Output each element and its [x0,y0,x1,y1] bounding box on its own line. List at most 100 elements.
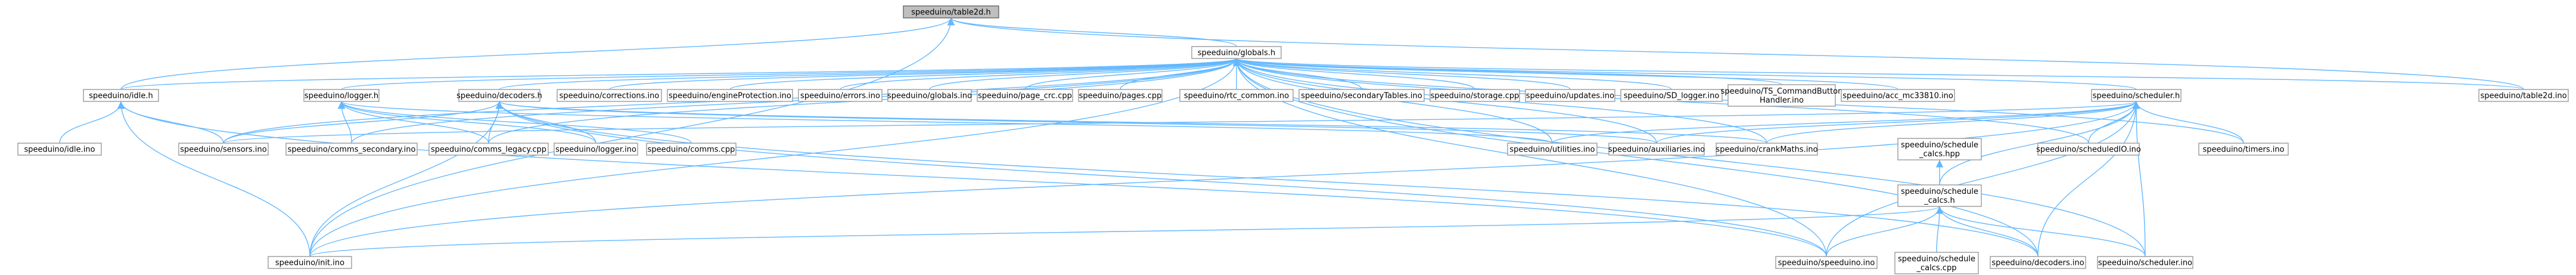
node-comms-secondary-ino[interactable]: speeduino/comms_secondary.ino [285,143,418,156]
node-sensors-ino[interactable]: speeduino/sensors.ino [178,143,269,156]
edge-line [223,101,2140,144]
node-label: speeduino/rtc_common.ino [1184,92,1289,101]
edge-line [840,58,1240,90]
edge-scheduler_h-to-sensors_ino [223,101,2140,144]
node-auxiliaries-ino[interactable]: speeduino/auxiliaries.ino [1608,143,1705,156]
node-globals-ino[interactable]: speeduino/globals.ino [887,89,972,102]
node-rtc-common-ino[interactable]: speeduino/rtc_common.ino [1179,89,1294,102]
node-logger-h[interactable]: speeduino/logger.h [303,89,380,102]
node-box [2198,143,2289,156]
node-engineProtection-ino[interactable]: speeduino/engineProtection.ino [667,89,793,102]
edge-line [495,101,1827,257]
node-label: speeduino/auxiliaries.ino [1608,146,1705,155]
node-label: speeduino/idle.h [89,92,153,101]
node-comms-cpp[interactable]: speeduino/comms.cpp [646,143,737,156]
node-box [458,89,540,102]
node-tables2d-ino[interactable]: speeduino/table2d.ino [2478,89,2569,102]
edge-schedule_calcs_h-to-schedule_calcs_cpp [1935,206,1944,253]
node-logger-ino[interactable]: speeduino/logger.ino [554,143,638,156]
edge-schedule_calcs_h-to-decoders_ino [1935,206,2039,257]
node-tables2d-h: speeduino/table2d.h [903,5,999,18]
node-box [1897,138,1982,160]
edge-logger_h-to-comms_cpp [337,101,692,144]
edge-line [1233,58,1782,85]
edge-globals_h-to-storage_cpp [1232,58,1475,90]
node-timers-ino[interactable]: speeduino/timers.ino [2198,143,2289,156]
node-idle-h[interactable]: speeduino/idle.h [83,89,159,102]
node-secondaryTables-ino[interactable]: speeduino/secondaryTables.ino [1298,89,1425,102]
node-box [667,89,793,102]
edge-scheduler_h-to-speeduino_ino [1826,101,2140,257]
edge-idle_h-to-sensors_ino [117,101,224,144]
node-schedule-calcs-h[interactable]: speeduino/schedule_calcs.h [1897,184,1982,207]
edge-decoders_h-to-sensors_ino [223,101,504,144]
node-decoders-ino[interactable]: speeduino/decoders.ino [1990,256,2086,269]
node-pages-cpp[interactable]: speeduino/pages.cpp [1078,89,1163,102]
node-errors-ino[interactable]: speeduino/errors.ino [798,89,883,102]
edge-line [1552,101,2140,144]
edge-globals_h-to-secondaryTables_ino [1232,58,1362,90]
edge-line [120,17,955,90]
node-box [887,89,972,102]
node-label: speeduino/idle.ino [24,146,95,155]
edge-line [1232,58,1571,90]
edge-line [2132,101,2244,144]
node-label: speeduino/comms_secondary.ino [288,146,416,155]
node-box [428,143,549,156]
node-box [1620,89,1723,102]
edge-line [59,101,125,144]
edge-globals_h-to-page_crc_cpp [1024,58,1241,90]
edge-line [1656,101,2140,144]
node-box [303,89,380,102]
node-label: _calcs.cpp [1916,264,1957,273]
node-speeduino-ino[interactable]: speeduino/speeduino.ino [1775,256,1878,269]
node-crankMaths-ino[interactable]: speeduino/crankMaths.ino [1716,143,1818,156]
node-label: speeduino/SD_logger.ino [1624,92,1720,101]
node-decoders-h[interactable]: speeduino/decoders.h [456,89,542,102]
edge-schedule_calcs_h-to-speeduino_ino [1826,206,1944,257]
edge-globals_h-to-TS_CommandButtonHandler_ino [1233,58,1782,85]
edge-globals_h-to-comms_secondary_ino [351,58,1241,144]
node-schedule-calcs-hpp[interactable]: speeduino/schedule_calcs.hpp [1897,138,1982,160]
node-box [903,5,999,18]
edge-line [309,58,1241,257]
edge-line [496,101,1767,144]
node-globals-h[interactable]: speeduino/globals.h [1191,46,1282,59]
edge-line [117,101,310,257]
node-box [268,256,352,269]
node-scheduler-ino[interactable]: speeduino/scheduler.ino [2097,256,2193,269]
node-page-crc-cpp[interactable]: speeduino/page_crc.cpp [977,89,1073,102]
node-box [17,143,102,156]
node-init-ino[interactable]: speeduino/init.ino [268,256,352,269]
node-box [1430,89,1520,102]
edge-line [608,58,1240,90]
node-scheduler-h[interactable]: speeduino/scheduler.h [2091,89,2182,102]
node-utilities-ino[interactable]: speeduino/utilities.ino [1507,143,1598,156]
node-acc-mc33810-ino[interactable]: speeduino/acc_mc33810.ino [1841,89,1955,102]
node-storage-cpp[interactable]: speeduino/storage.cpp [1430,89,1520,102]
node-box [2478,89,2569,102]
edge-line [223,101,504,144]
node-SD-logger-ino[interactable]: speeduino/SD_logger.ino [1620,89,1723,102]
edge-line [947,17,2524,90]
node-comms-legacy-cpp[interactable]: speeduino/comms_legacy.cpp [428,143,549,156]
edge-globals_h-to-logger_h [341,58,1240,90]
edge-globals_h-to-acc_mc33810_ino [1233,58,1898,90]
node-box [1179,89,1294,102]
edge-decoders_h-to-decoders_ino [495,101,2039,257]
edge-logger_h-to-utilities_ino [338,101,1553,144]
node-idle-ino[interactable]: speeduino/idle.ino [17,143,102,156]
node-corrections-ino[interactable]: speeduino/corrections.ino [557,89,662,102]
node-updates-ino[interactable]: speeduino/updates.ino [1525,89,1615,102]
edge-line [496,101,1657,144]
node-schedule-calcs-cpp[interactable]: speeduino/schedule_calcs.cpp [1894,252,1979,274]
edge-schedule_calcs_h-to-scheduler_ino [1935,206,2146,257]
edge-scheduler_h-to-init_ino [309,101,2140,257]
node-label: _calcs.hpp [1919,150,1960,159]
node-box [1525,89,1615,102]
node-scheduledIO-ino[interactable]: speeduino/scheduledIO.ino [2036,143,2141,156]
node-box [1608,143,1705,156]
node-label: speeduino/secondaryTables.ino [1301,92,1422,101]
node-label: speeduino/timers.ino [2202,146,2284,155]
